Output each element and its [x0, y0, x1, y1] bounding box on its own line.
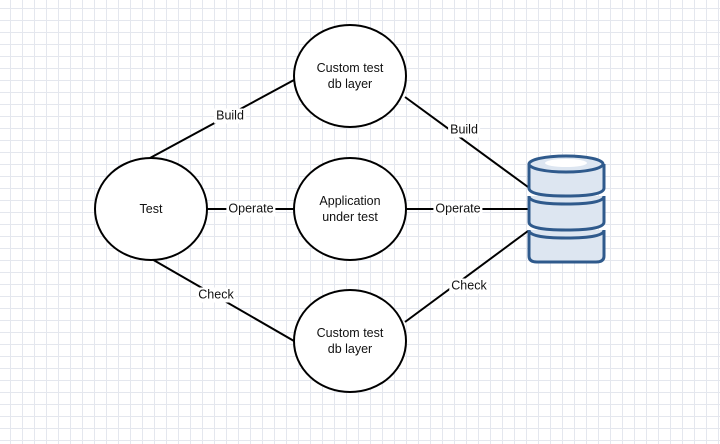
edge-label-operate-1: Operate: [226, 201, 276, 217]
edge-label-check-2: Check: [449, 278, 489, 294]
edge-label-check-1: Check: [196, 287, 236, 303]
database-icon: [527, 154, 606, 264]
node-check-layer-shape: [293, 289, 407, 393]
edge-label-operate-2: Operate: [433, 201, 483, 217]
edge-label-build-1: Build: [214, 108, 246, 124]
node-test-shape: [94, 157, 208, 261]
edge-check-db: [404, 230, 529, 323]
edge-build-db: [404, 96, 529, 188]
edge-label-build-2: Build: [448, 122, 480, 138]
node-build-layer-shape: [293, 24, 407, 128]
node-app-shape: [293, 157, 407, 261]
